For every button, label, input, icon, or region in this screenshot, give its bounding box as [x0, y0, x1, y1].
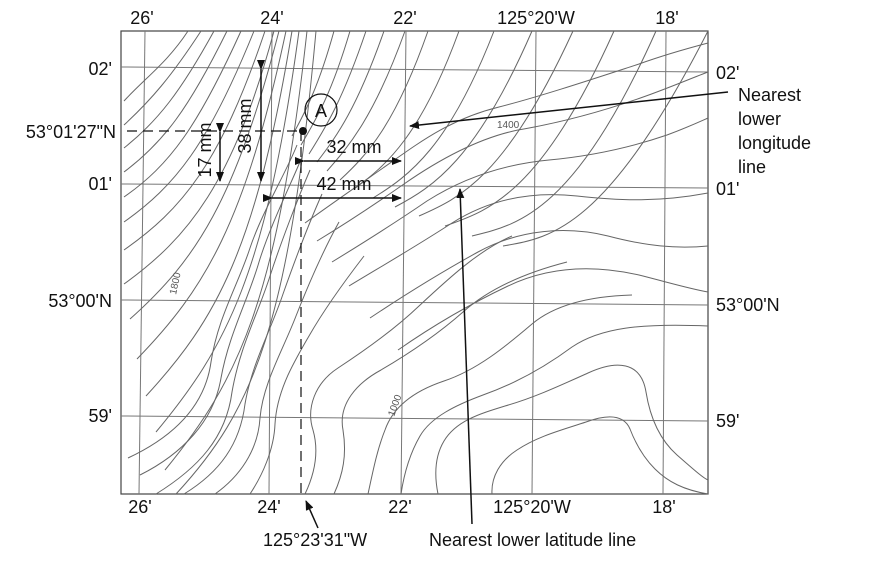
longitude-grid	[138, 30, 667, 495]
top-longitude-label-18: 18'	[655, 8, 678, 28]
map-frame	[120, 30, 709, 495]
contour-lines	[123, 30, 709, 495]
right-latitude-label-01: 01'	[716, 179, 739, 199]
bottom-longitude-label-20: 125°20'W	[493, 497, 571, 517]
point-a-marker-circle	[304, 93, 338, 127]
point-a-dot	[299, 127, 307, 135]
annotation-lower-longitude-line-3: longitude	[738, 133, 811, 153]
contour-label-1800: 1800	[168, 271, 183, 295]
top-longitude-label-20: 125°20'W	[497, 8, 575, 28]
left-latitude-label-00: 53°00'N	[48, 291, 112, 311]
bottom-longitude-label-18: 18'	[652, 497, 675, 517]
annotation-arrows	[305, 91, 729, 529]
measurement-label-32mm: 32 mm	[326, 137, 381, 157]
right-latitude-label-00: 53°00'N	[716, 295, 780, 315]
measurement-label-38mm: 38 mm	[235, 98, 255, 153]
longitude-line-26	[138, 30, 146, 495]
left-latitude-label-01: 01'	[89, 174, 112, 194]
left-latitude-label-02: 02'	[89, 59, 112, 79]
annotation-lower-longitude-line-1: Nearest	[738, 85, 801, 105]
measurement-lines	[216, 60, 402, 202]
right-latitude-label-59: 59'	[716, 411, 739, 431]
bottom-longitude-label-22: 22'	[388, 497, 411, 517]
top-longitude-label-26: 26'	[130, 8, 153, 28]
measurement-label-17mm: 17 mm	[195, 122, 215, 177]
measurement-label-42mm: 42 mm	[316, 174, 371, 194]
right-latitude-label-02: 02'	[716, 63, 739, 83]
latitude-line-59	[120, 415, 709, 422]
annotation-lower-latitude: Nearest lower latitude line	[429, 530, 636, 550]
top-longitude-label-24: 24'	[260, 8, 283, 28]
latitude-grid	[120, 66, 709, 422]
latitude-line-01	[120, 183, 709, 189]
annotation-lower-longitude-line-2: lower	[738, 109, 781, 129]
longitude-line-20	[531, 30, 537, 495]
top-longitude-label-22: 22'	[393, 8, 416, 28]
point-a-label: A	[315, 101, 327, 121]
left-latitude-label-point: 53°01'27"N	[26, 122, 116, 142]
longitude-line-18	[662, 30, 667, 495]
bottom-longitude-label-26: 26'	[128, 497, 151, 517]
dashed-reference-lines	[127, 130, 303, 494]
longitude-line-22	[400, 30, 407, 495]
contour-label-1400: 1400	[497, 120, 520, 131]
latitude-line-02	[120, 66, 709, 73]
bottom-longitude-label-24: 24'	[257, 497, 280, 517]
annotation-point-longitude: 125°23'31"W	[263, 530, 367, 550]
latitude-line-00	[120, 299, 709, 306]
left-latitude-label-59: 59'	[89, 406, 112, 426]
annotation-lower-longitude-line-4: line	[738, 157, 766, 177]
